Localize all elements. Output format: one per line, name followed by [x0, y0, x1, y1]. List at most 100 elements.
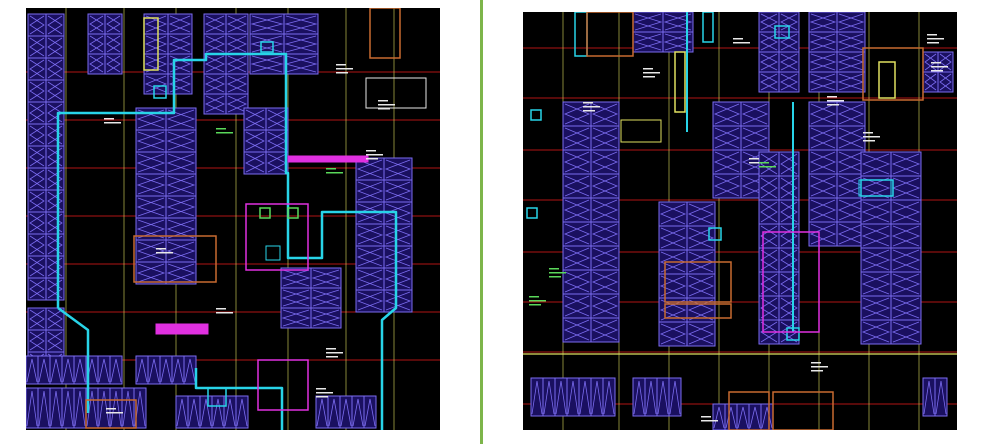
parking-stall	[243, 129, 267, 153]
parking-stall	[658, 321, 688, 347]
stall-marking	[809, 175, 837, 197]
parking-stall	[383, 289, 413, 313]
annotation-mark	[529, 304, 541, 306]
left-plan-drawing	[26, 8, 440, 430]
stall-marking	[29, 235, 45, 255]
parking-row	[315, 395, 377, 429]
stall-marking	[760, 201, 778, 223]
stall-marking	[166, 153, 196, 173]
annotation-mark	[827, 100, 844, 102]
stall-marking	[633, 33, 663, 51]
parking-stall	[383, 223, 413, 247]
parking-stall	[283, 53, 319, 75]
stall-marking	[136, 153, 166, 173]
parking-bay	[135, 107, 197, 285]
stall-marking	[122, 390, 134, 427]
stall-marking	[737, 406, 749, 429]
parking-stall	[165, 173, 197, 197]
annotation-mark	[811, 362, 821, 364]
annotation-mark	[336, 72, 348, 74]
stall-marking	[205, 15, 225, 33]
stall-marking	[591, 199, 619, 221]
stall-marking	[29, 125, 45, 145]
stall-marking	[780, 53, 798, 71]
stall-marking	[74, 358, 86, 383]
annotation-mark	[316, 392, 333, 394]
stall-marking	[281, 309, 311, 327]
stall-marking	[184, 358, 196, 383]
parking-stall	[265, 129, 289, 153]
parking-stall	[778, 151, 800, 177]
parking-stall	[890, 151, 922, 177]
parking-stall	[165, 151, 197, 175]
stair-symbol	[143, 17, 159, 71]
parking-stall	[135, 261, 167, 285]
stall-marking	[633, 380, 645, 415]
parking-stall	[562, 317, 592, 343]
parking-stall	[135, 129, 167, 153]
stall-marking	[29, 103, 45, 123]
stall-marking	[29, 213, 45, 233]
equipment-symbol	[207, 387, 227, 407]
parking-stall	[778, 295, 800, 321]
stall-marking	[760, 297, 778, 319]
stall-marking	[356, 269, 384, 289]
stall-marking	[29, 257, 45, 277]
stall-marking	[29, 147, 45, 167]
stall-marking	[809, 13, 837, 31]
parking-stall	[590, 293, 620, 319]
annotation-mark	[326, 168, 336, 170]
stall-marking	[657, 380, 669, 415]
stall-marking	[923, 380, 935, 415]
stall-marking	[780, 73, 798, 91]
parking-stall	[602, 377, 616, 417]
stall-marking	[861, 177, 891, 199]
stall-marking	[38, 358, 50, 383]
stall-marking	[663, 33, 693, 51]
annotation-mark	[701, 416, 711, 418]
stall-marking	[924, 73, 937, 91]
annotation-mark	[156, 248, 166, 250]
stall-marking	[227, 75, 247, 93]
stall-marking	[86, 390, 98, 427]
annotation-mark	[216, 308, 226, 310]
parking-stall	[658, 201, 688, 227]
stall-marking	[352, 398, 364, 427]
stall-marking	[591, 223, 619, 245]
stall-marking	[555, 380, 567, 415]
core-box	[762, 231, 820, 333]
parking-stall	[860, 223, 892, 249]
stall-marking	[659, 227, 687, 249]
stall-marking	[761, 406, 773, 429]
parking-stall	[808, 149, 838, 175]
annotation-mark	[366, 158, 378, 160]
stall-marking	[29, 81, 45, 101]
stall-marking	[563, 271, 591, 293]
equipment-symbol	[702, 12, 714, 43]
annotation-mark	[931, 70, 943, 72]
stall-marking	[168, 15, 192, 33]
annotation-mark	[733, 38, 743, 40]
parking-stall	[758, 199, 780, 225]
stall-marking	[663, 13, 693, 31]
stall-marking	[780, 225, 798, 247]
stall-marking	[106, 35, 121, 53]
stall-marking	[62, 358, 74, 383]
stall-marking	[227, 35, 247, 53]
stall-marking	[284, 15, 318, 33]
annotation-mark	[316, 396, 328, 398]
stall-marking	[591, 103, 619, 125]
stall-marking	[29, 279, 45, 299]
stall-marking	[168, 35, 192, 53]
stall-marking	[861, 273, 891, 295]
circulation-route	[194, 368, 284, 430]
parking-stall	[686, 225, 716, 251]
stall-marking	[29, 15, 45, 35]
parking-stall	[562, 293, 592, 319]
stall-marking	[713, 127, 741, 149]
stair-symbol	[878, 61, 896, 99]
panel-divider	[480, 0, 483, 444]
stall-marking	[780, 249, 798, 271]
parking-stall	[758, 12, 780, 33]
stall-marking	[809, 53, 837, 71]
